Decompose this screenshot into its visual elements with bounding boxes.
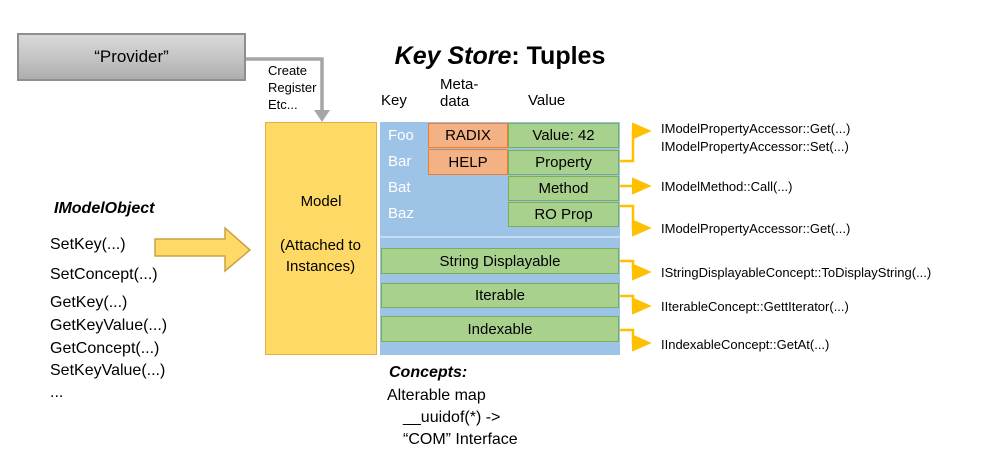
- provider-box: “Provider”: [17, 33, 246, 81]
- concepts-note-line: “COM” Interface: [403, 431, 518, 448]
- property-connector: [619, 122, 652, 163]
- model-box-subtitle: (Attached to Instances): [280, 237, 361, 275]
- value-cell: Property: [508, 150, 619, 175]
- provider-action: Etc...: [268, 97, 298, 112]
- iterable-connector: [619, 294, 652, 315]
- key-cell: Baz: [388, 205, 414, 222]
- column-header-value: Value: [528, 92, 566, 109]
- concept-row: String Displayable: [381, 248, 619, 274]
- column-header-metadata: Meta- data: [440, 76, 479, 110]
- provider-action: Register: [268, 80, 317, 95]
- annotation-getat: IIndexableConcept::GetAt(...): [661, 337, 830, 352]
- annotation-property-get: IModelPropertyAccessor::Get(...): [661, 121, 851, 136]
- stringdisplayable-connector: [619, 259, 652, 281]
- diagram-title: Key Store: Tuples: [330, 42, 670, 71]
- imodel-method: SetConcept(...): [50, 266, 158, 283]
- metadata-cell: HELP: [428, 149, 508, 175]
- column-header-key: Key: [381, 92, 407, 109]
- concept-row: Indexable: [381, 316, 619, 342]
- provider-action: Create: [268, 63, 308, 78]
- concepts-note-line: __uuidof(*) ->: [403, 409, 501, 426]
- provider-label: “Provider”: [94, 47, 169, 66]
- imodel-method: GetKey(...): [50, 294, 128, 311]
- value-cell: RO Prop: [508, 202, 619, 227]
- value-cell: Method: [508, 176, 619, 201]
- roprop-connector: [619, 204, 652, 237]
- imodelobject-heading: IModelObject: [54, 200, 155, 217]
- key-cell: Foo: [388, 127, 414, 144]
- imodelobject-to-model-arrow: [154, 226, 252, 273]
- title-rest: : Tuples: [511, 42, 606, 70]
- imodel-method: SetKey(...): [50, 236, 126, 253]
- model-box-title: Model: [300, 193, 342, 210]
- imodel-method: ...: [50, 384, 64, 401]
- indexable-connector: [619, 328, 652, 352]
- annotation-property-set: IModelPropertyAccessor::Set(...): [661, 139, 849, 154]
- value-cell: Value: 42: [508, 123, 619, 148]
- provider-actions: Create Register Etc...: [268, 62, 316, 113]
- imodel-method: SetKeyValue(...): [50, 362, 166, 379]
- metadata-cell: RADIX: [428, 123, 508, 148]
- annotation-method-call: IModelMethod::Call(...): [661, 179, 793, 194]
- imodel-method: GetConcept(...): [50, 340, 160, 357]
- model-box: Model (Attached to Instances): [265, 122, 377, 355]
- key-cell: Bar: [388, 153, 412, 170]
- annotation-roprop-get: IModelPropertyAccessor::Get(...): [661, 221, 851, 236]
- title-emphasis: Key Store: [394, 42, 512, 70]
- concepts-note-line: Alterable map: [387, 387, 486, 404]
- annotation-getiterator: IIterableConcept::GettIterator(...): [661, 299, 849, 314]
- concepts-heading: Concepts:: [389, 364, 468, 381]
- key-cell: Bat: [388, 179, 411, 196]
- concept-row: Iterable: [381, 283, 619, 308]
- annotation-todisplaystring: IStringDisplayableConcept::ToDisplayStri…: [661, 265, 932, 280]
- imodel-method: GetKeyValue(...): [50, 317, 168, 334]
- panel-divider: [380, 236, 620, 238]
